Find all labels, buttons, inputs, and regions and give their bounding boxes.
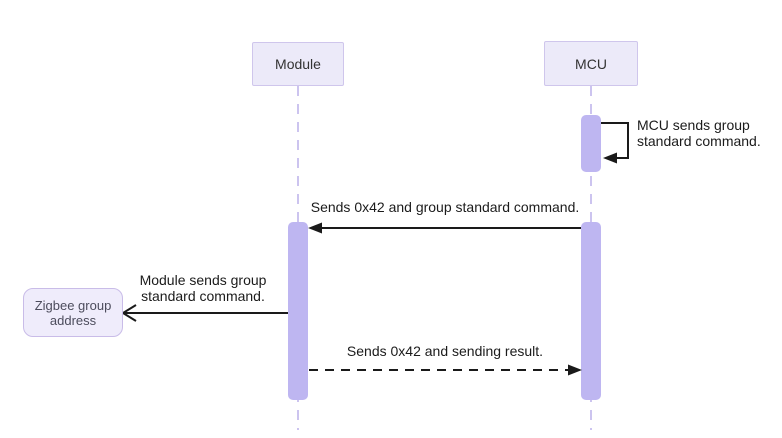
arrowhead-module-to-mcu-dashed [568, 364, 582, 376]
arrowhead-module-to-zigbee [121, 304, 137, 322]
activation-bar-mcu-self [581, 115, 601, 172]
message-label-mcu-self: MCU sends group standard command. [637, 117, 761, 149]
actor-mcu-label: MCU [575, 55, 607, 72]
message-label-mcu-to-module: Sends 0x42 and group standard command. [310, 199, 580, 215]
actor-module-label: Module [275, 56, 321, 72]
zigbee-group-address-node: Zigbee group address [23, 288, 123, 337]
arrow-self-message [601, 122, 629, 159]
arrowhead-self-message [603, 152, 617, 164]
zigbee-group-address-label: Zigbee group address [34, 297, 112, 328]
activation-bar-mcu [581, 222, 601, 400]
message-label-module-to-mcu: Sends 0x42 and sending result. [346, 343, 544, 359]
arrowhead-mcu-to-module [308, 222, 322, 234]
actor-mcu: MCU [544, 41, 638, 86]
actor-module: Module [252, 42, 344, 86]
activation-bar-module [288, 222, 308, 400]
message-label-module-to-zigbee: Module sends group standard command. [139, 272, 267, 304]
